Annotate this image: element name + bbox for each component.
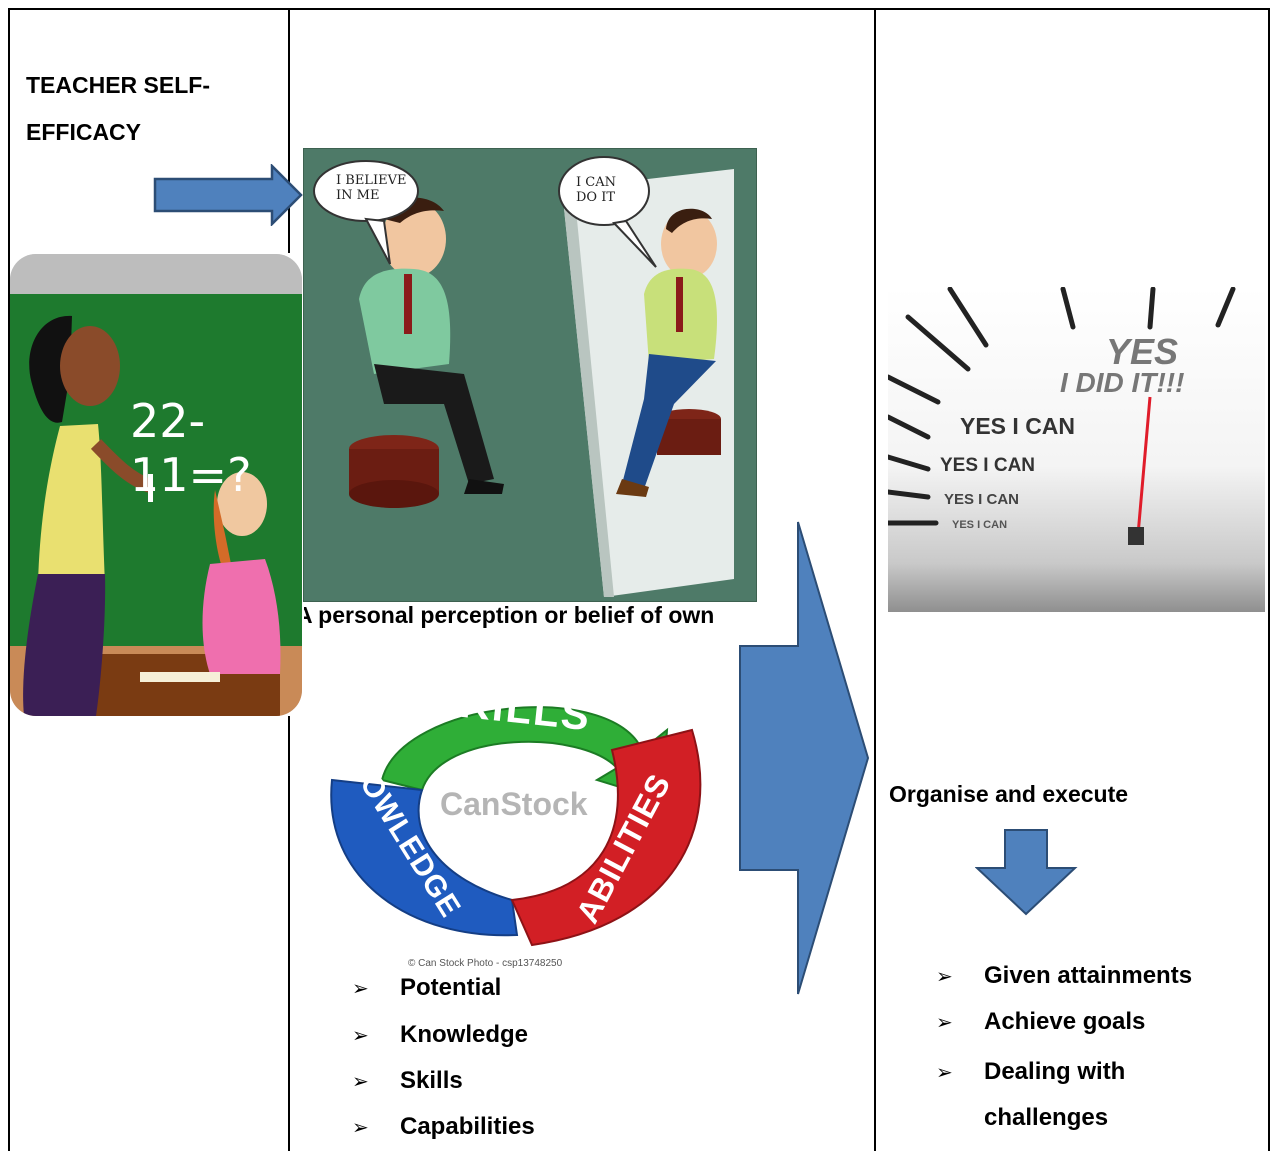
table-left-border	[8, 8, 10, 1151]
speedometer-yes: YES	[1106, 331, 1179, 372]
title-line-1: TEACHER SELF-	[26, 72, 210, 98]
wheel-watermark: CanStock	[440, 786, 588, 822]
bullet-arrow-icon: ➢	[936, 1062, 953, 1084]
perception-caption: A personal perception or belief of own	[304, 602, 715, 628]
wheel-credit: © Can Stock Photo - csp13748250	[408, 958, 563, 969]
bubble-right-line-1: I CAN	[576, 175, 616, 190]
table-top-border	[8, 8, 1270, 10]
right-arrow-large	[739, 521, 870, 995]
speedometer-yes-i-can-4: YES I CAN	[952, 519, 1008, 531]
bullet-arrow-icon: ➢	[352, 978, 369, 1000]
bubble-left-line-2: IN ME	[336, 188, 380, 203]
speedometer-did-it: I DID IT!!!	[1060, 367, 1185, 398]
column-divider-1	[288, 8, 290, 253]
speedometer-yes-i-can-image: YES I DID IT!!! YES I CAN YES I CAN YES …	[888, 287, 1265, 612]
right-arrow-small	[153, 164, 303, 226]
speedometer-yes-i-can-1: YES I CAN	[960, 413, 1076, 439]
bullet-arrow-icon: ➢	[936, 1012, 953, 1034]
bullet-arrow-icon: ➢	[936, 966, 953, 988]
down-arrow	[975, 829, 1078, 916]
bullet-arrow-icon: ➢	[352, 1117, 369, 1139]
mirror-self-talk-illustration: I BELIEVE IN ME I CAN DO IT	[303, 148, 757, 602]
table-right-border	[1268, 8, 1270, 1151]
teacher-blackboard-illustration: 22-11=?	[10, 254, 302, 716]
bubble-left-line-1: I BELIEVE	[336, 173, 407, 188]
column-divider-1-lower	[288, 716, 290, 1151]
organise-caption: Organise and execute	[889, 781, 1129, 807]
speedometer-yes-i-can-3: YES I CAN	[944, 491, 1020, 508]
right-bullet-list: ➢Given attainments ➢Achieve goals ➢Deali…	[936, 962, 1193, 1131]
skills-knowledge-abilities-wheel: SKILLS KNOWLEDGE ABILITIES CanStock © Ca…	[312, 660, 722, 976]
bullet-arrow-icon: ➢	[352, 1025, 369, 1047]
title-line-2: EFFICACY	[26, 119, 141, 145]
speedometer-yes-i-can-2: YES I CAN	[940, 455, 1036, 476]
column-divider-2	[874, 8, 876, 1151]
bubble-right-line-2: DO IT	[576, 190, 616, 205]
diagram-title: TEACHER SELF- EFFICACY	[26, 62, 266, 156]
bullet-arrow-icon: ➢	[352, 1071, 369, 1093]
middle-bullet-list: ➢Potential ➢Knowledge ➢Skills ➢Capabilit…	[352, 974, 535, 1140]
blackboard-equation: 22-11=?	[130, 394, 252, 502]
